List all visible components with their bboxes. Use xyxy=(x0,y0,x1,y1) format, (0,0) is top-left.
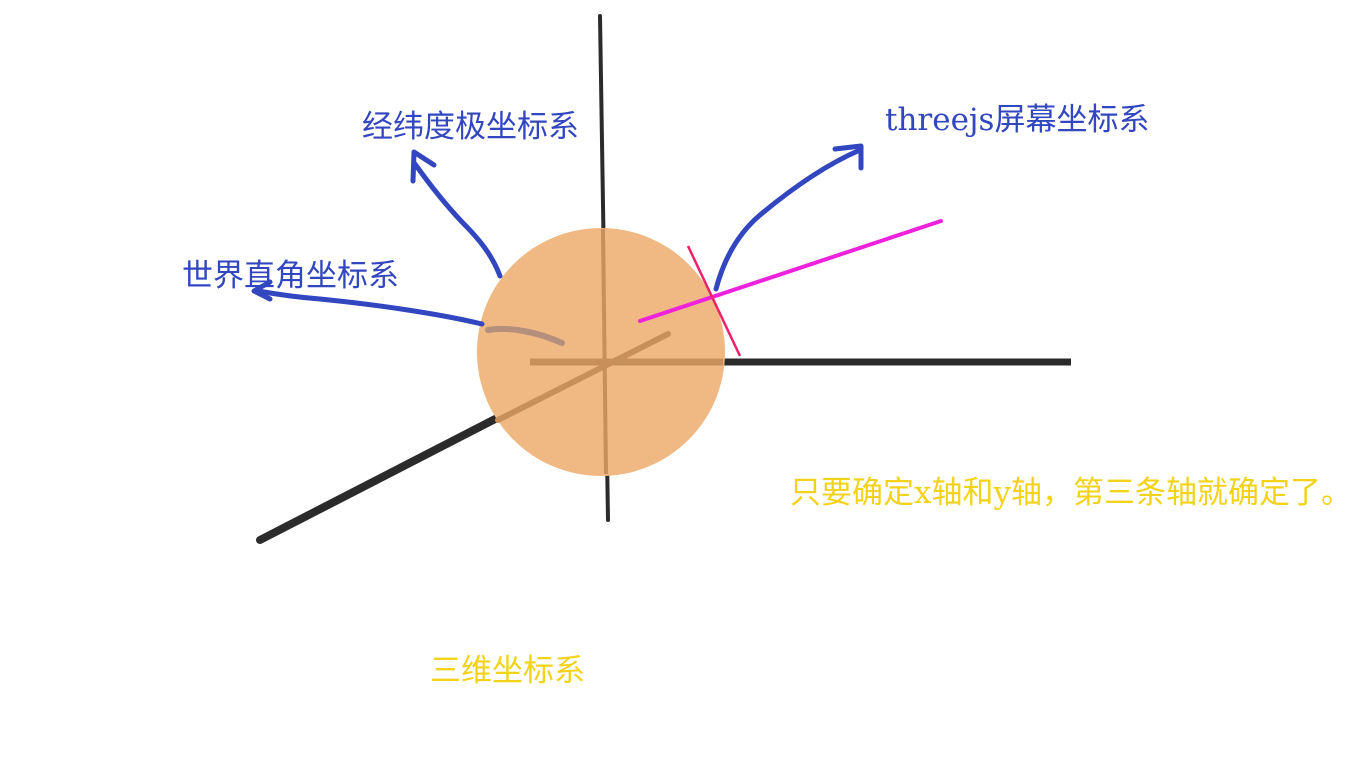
label-three-d: 三维坐标系 xyxy=(430,653,585,689)
screen-direction-line xyxy=(638,219,943,323)
sphere-diagonal-axis xyxy=(495,331,671,423)
sphere-vertical-axis xyxy=(601,228,608,475)
label-note: 只要确定x轴和y轴，第三条轴就确定了。 xyxy=(790,475,1352,511)
tangent-line xyxy=(686,245,742,357)
smudge-stroke xyxy=(485,325,565,346)
label-threejs-screen: threejs屏幕坐标系 xyxy=(885,102,1150,138)
arrow-world xyxy=(255,288,485,327)
arrow-latlon-head xyxy=(410,149,437,184)
arrow-threejs xyxy=(713,147,863,292)
arrow-latlon xyxy=(412,161,503,279)
sphere xyxy=(477,228,725,476)
label-lat-lon-polar: 经纬度极坐标系 xyxy=(362,109,579,145)
label-world-cartesian: 世界直角坐标系 xyxy=(182,258,399,294)
arrow-threejs-head xyxy=(832,143,864,171)
arrow-world-head xyxy=(251,279,273,302)
